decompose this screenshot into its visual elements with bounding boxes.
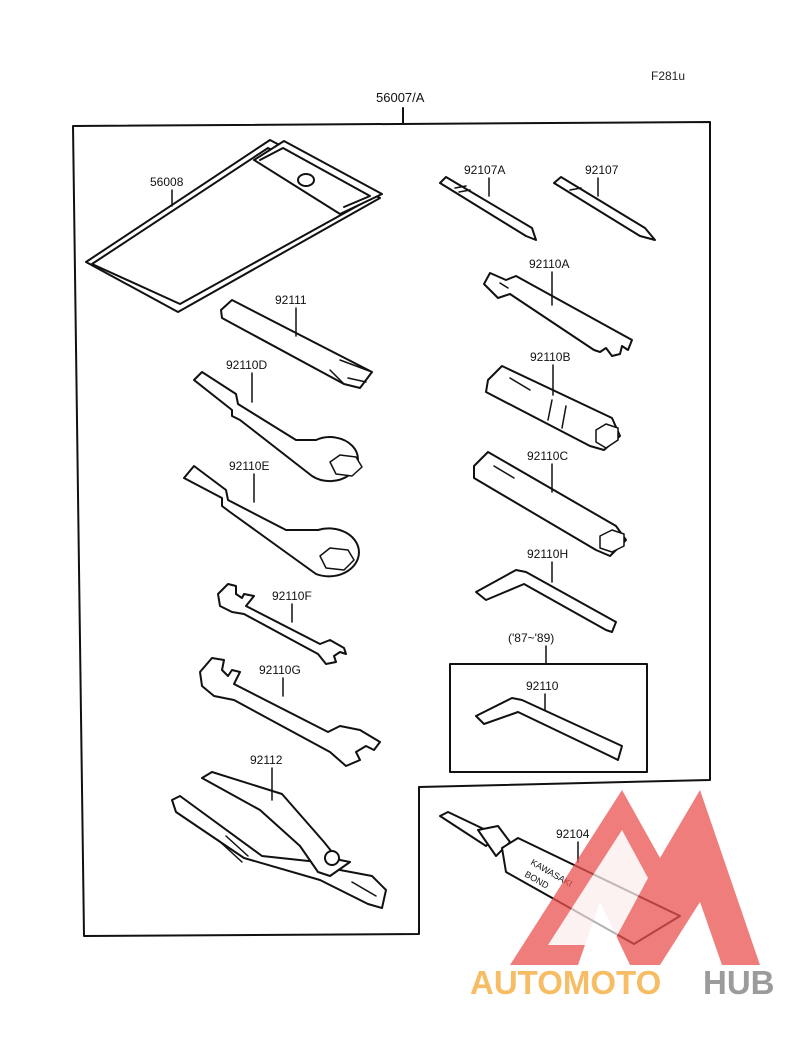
kit-label: 56007/A bbox=[376, 90, 425, 105]
label-92110d: 92110D bbox=[226, 358, 267, 372]
bar-92111 bbox=[220, 299, 373, 389]
label-92110g: 92110G bbox=[259, 663, 301, 677]
ring-wrench-92110d bbox=[193, 371, 363, 483]
label-92110b: 92110B bbox=[530, 350, 570, 364]
years-box bbox=[449, 663, 648, 773]
hex-key-92110h bbox=[475, 569, 617, 633]
label-92104: 92104 bbox=[556, 827, 590, 841]
label-92107a: 92107A bbox=[464, 163, 505, 177]
kit-frame bbox=[72, 121, 711, 937]
open-wrench-92110f bbox=[217, 583, 347, 665]
hex-key-92110 bbox=[475, 697, 623, 761]
screwdriver-92107a bbox=[439, 176, 537, 241]
figure-code: F281u bbox=[651, 69, 685, 83]
open-wrench-92110g bbox=[199, 657, 381, 767]
watermark-logo bbox=[510, 790, 760, 965]
box-spanner-92110b bbox=[485, 365, 621, 451]
ring-wrench-92110e bbox=[183, 465, 360, 578]
label-92110: 92110 bbox=[526, 679, 559, 693]
label-92110c: 92110C bbox=[527, 449, 568, 463]
pliers-92112 bbox=[171, 771, 387, 909]
label-92110h: 92110H bbox=[527, 547, 568, 561]
label-92110f: 92110F bbox=[272, 589, 312, 603]
label-92112: 92112 bbox=[250, 753, 283, 767]
label-56008: 56008 bbox=[150, 175, 184, 189]
watermark-brand-part1: AUTOMOTO bbox=[470, 964, 661, 1001]
box-spanner-92110c bbox=[473, 451, 627, 557]
screwdriver-92107 bbox=[553, 176, 656, 241]
label-92111: 92111 bbox=[275, 293, 307, 307]
years-note: ('87~'89) bbox=[508, 631, 554, 645]
label-92110e: 92110E bbox=[229, 459, 269, 473]
watermark-brand-part2: HUB bbox=[703, 964, 775, 1001]
label-92107: 92107 bbox=[585, 163, 619, 177]
label-92110a: 92110A bbox=[529, 257, 569, 271]
wrench-92110a bbox=[483, 272, 633, 357]
tool-pouch bbox=[85, 139, 383, 313]
